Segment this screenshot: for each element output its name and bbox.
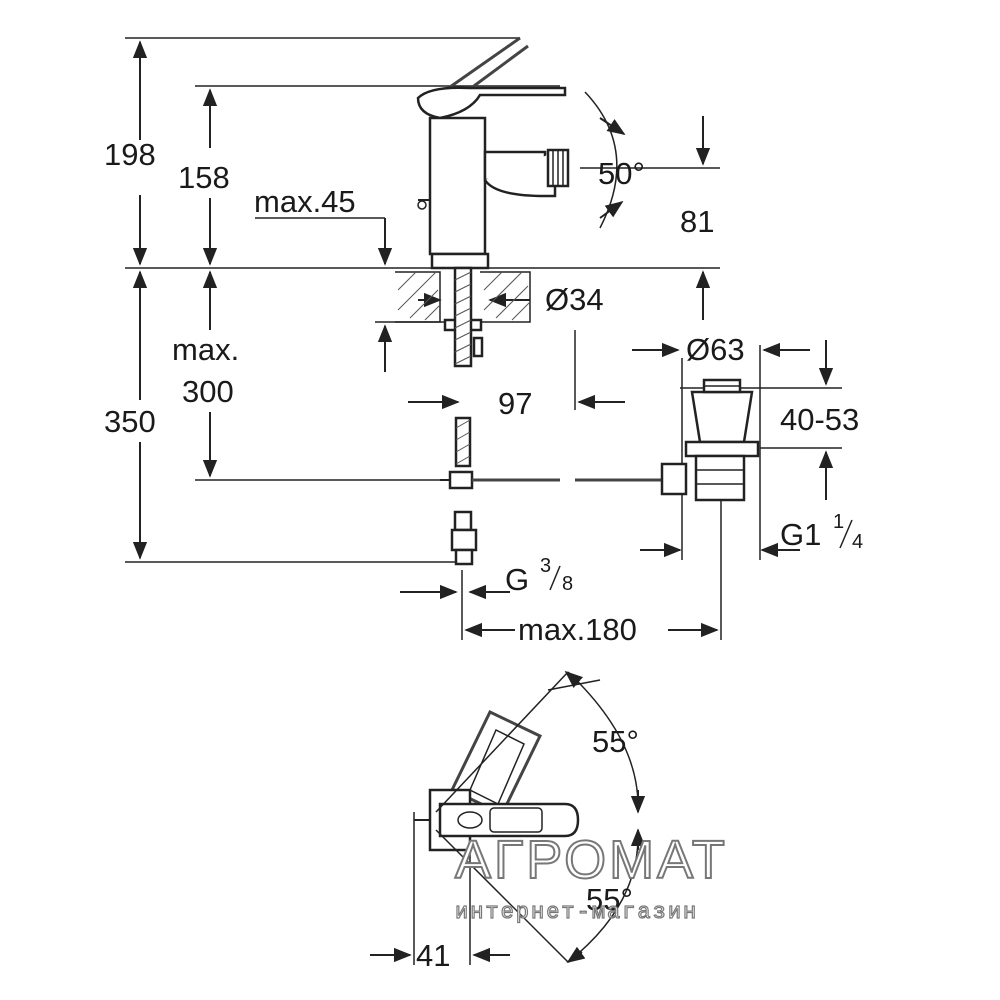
dimension-50-degrees: 50°: [584, 91, 645, 229]
label-max-180: max.180: [518, 612, 637, 647]
label-max: max.: [172, 332, 239, 367]
dimension-max-180: max.180: [464, 612, 719, 647]
watermark-brand: АГРОМАТ: [455, 830, 728, 890]
label-50-degrees: 50°: [598, 156, 645, 191]
dimension-max-45: max.45: [254, 184, 393, 372]
label-55-top: 55°: [592, 724, 639, 759]
label-41: 41: [416, 938, 450, 973]
watermark-logo: АГРОМАТ интернет-магазин: [454, 829, 728, 926]
dimension-d63: Ø63: [632, 332, 810, 367]
dimension-97: 97: [408, 386, 625, 421]
label-81: 81: [680, 204, 714, 239]
label-55-bottom: 55°: [586, 882, 633, 917]
dimension-41: 41: [370, 812, 510, 973]
dimension-d34: Ø34: [418, 282, 604, 317]
supply-hose: [440, 416, 478, 566]
label-198: 198: [104, 137, 156, 172]
waste-valve: [684, 378, 760, 502]
label-g1-numerator: 1: [833, 511, 844, 533]
label-d63: Ø63: [686, 332, 745, 367]
label-g: G: [505, 562, 529, 597]
dimension-g1-1-4: G1 1 4: [640, 511, 863, 558]
dimension-158: 158: [178, 88, 230, 266]
label-g-denominator: 8: [562, 573, 573, 595]
label-158: 158: [178, 160, 230, 195]
watermark-tagline: интернет-магазин: [455, 900, 698, 925]
counter-section: [395, 266, 531, 368]
dimension-81: 81: [680, 116, 714, 320]
faucet-top-view: 55° 55°: [414, 670, 646, 964]
label-40-53: 40-53: [780, 402, 859, 437]
label-g-numerator: 3: [540, 555, 551, 577]
label-d34: Ø34: [545, 282, 604, 317]
dimension-g-3-8: G 3 8: [400, 555, 573, 600]
label-350: 350: [104, 404, 156, 439]
dimension-max-300: max. 300: [172, 270, 239, 478]
label-g1: G1: [780, 517, 821, 552]
label-97: 97: [498, 386, 532, 421]
dimension-198: 198: [104, 40, 156, 266]
label-300: 300: [182, 374, 234, 409]
dimension-350: 350: [104, 270, 156, 560]
label-g1-denominator: 4: [852, 531, 863, 553]
label-max-45: max.45: [254, 184, 356, 219]
faucet-side-view: [416, 36, 570, 270]
popup-rod: [472, 462, 688, 496]
reference-lines: [125, 37, 842, 640]
dimension-40-53: 40-53: [780, 340, 859, 500]
